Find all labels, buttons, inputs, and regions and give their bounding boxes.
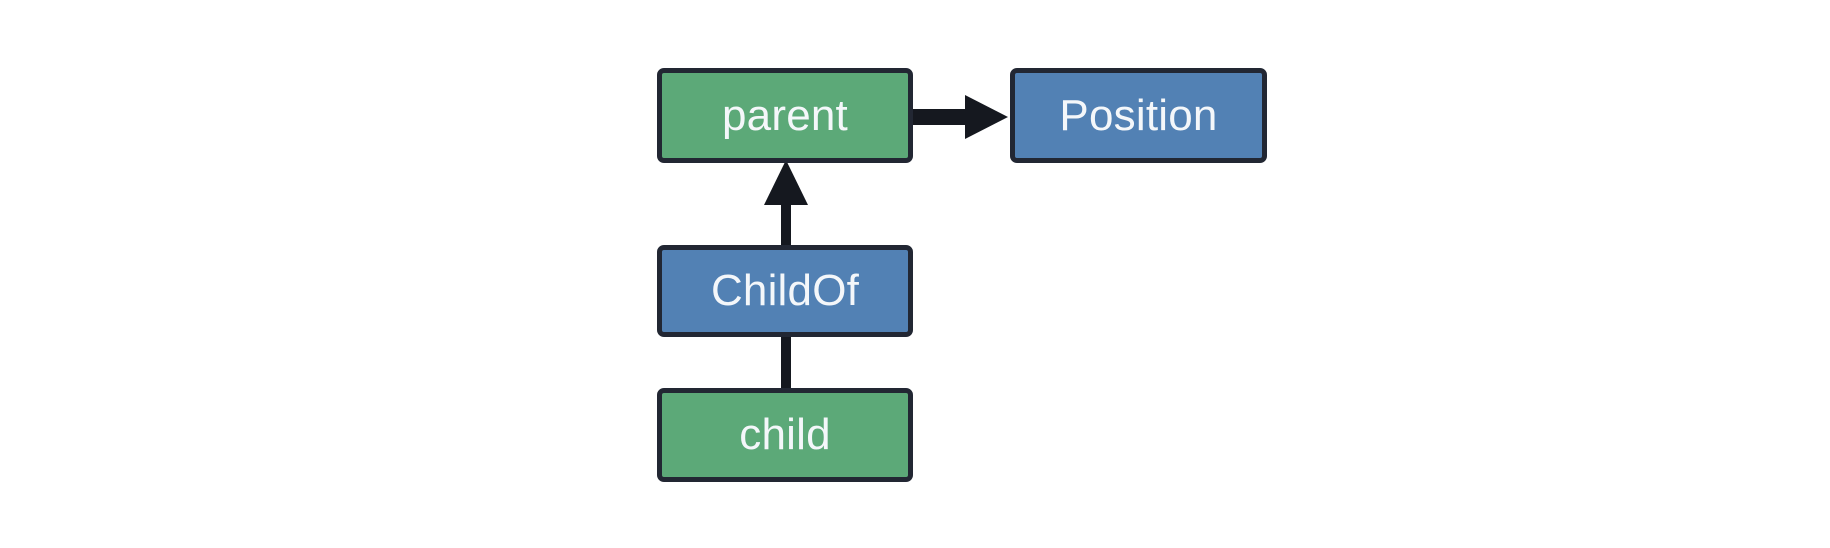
edge-childof-to-parent <box>764 160 808 245</box>
node-position-label: Position <box>1059 90 1218 140</box>
node-parent-label: parent <box>722 90 848 140</box>
node-position[interactable]: Position <box>1010 68 1267 163</box>
arrowhead-right-icon <box>965 95 1008 139</box>
node-childof-label: ChildOf <box>710 266 860 315</box>
arrowhead-up-icon <box>764 160 808 205</box>
node-childof[interactable]: ChildOf <box>657 245 913 337</box>
node-parent[interactable]: parent <box>657 68 913 163</box>
edge-parent-to-position <box>913 95 1008 139</box>
node-child[interactable]: child <box>657 388 913 482</box>
node-child-label: child <box>739 410 831 459</box>
